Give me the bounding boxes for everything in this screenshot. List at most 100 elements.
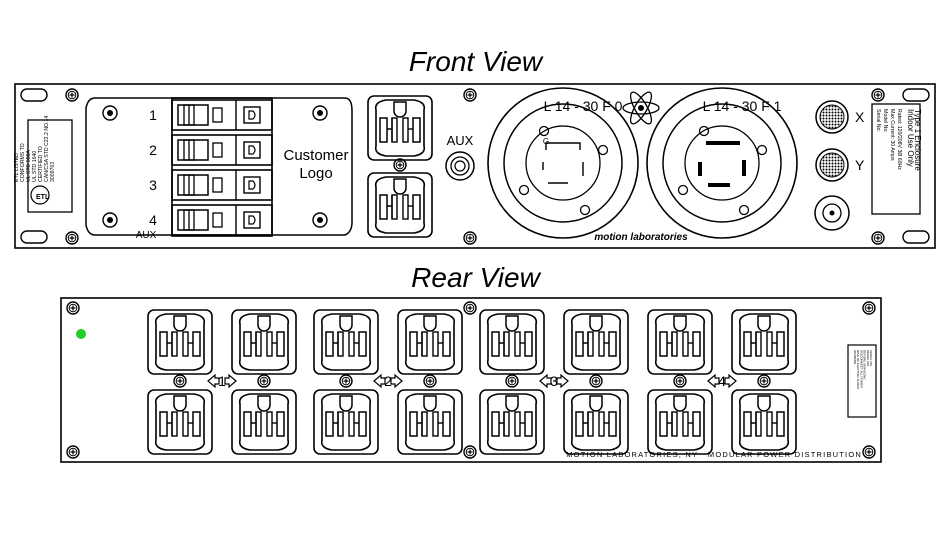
breaker-number-label: 1: [149, 107, 157, 123]
rear-outlet[interactable]: [231, 309, 297, 375]
customer-logo-line2: Logo: [299, 165, 332, 182]
rear-outlet[interactable]: [647, 309, 713, 375]
screw-icon: [862, 445, 876, 459]
rear-outlet[interactable]: [731, 309, 797, 375]
screw-icon: [393, 158, 407, 172]
tag-line: WARNING: [853, 350, 857, 365]
screw-icon: [339, 374, 353, 388]
mount-hole-icon: [102, 212, 118, 228]
rear-outlet[interactable]: [313, 309, 379, 375]
front-outlet-top[interactable]: [367, 95, 433, 161]
atom-logo-icon: [622, 91, 660, 125]
tag-line: DISCONNECT ALL POWER: [859, 350, 863, 389]
screw-icon: [871, 88, 885, 102]
screw-icon: [673, 374, 687, 388]
breaker-number-label: 3: [149, 177, 157, 193]
etl-label-line: UL STD 1640: [32, 151, 38, 182]
screw-icon: [463, 301, 477, 315]
arrow-right-icon: [390, 373, 403, 389]
rear-footer-text: MOTION LABORATORIES, NY MODULAR POWER DI…: [566, 450, 862, 459]
screw-icon: [257, 374, 271, 388]
rear-view-title: Rear View: [411, 262, 540, 293]
info-label-line: Type 1 Enclosure: [913, 109, 922, 171]
connector-x[interactable]: [815, 100, 849, 134]
circuit-group-label: 1: [218, 373, 226, 389]
screw-icon: [862, 301, 876, 315]
breaker-number-label: 4: [149, 212, 157, 228]
screw-icon: [463, 88, 477, 102]
aux-jack[interactable]: [445, 151, 475, 181]
arrow-left-icon: [373, 373, 386, 389]
rear-outlet[interactable]: [147, 309, 213, 375]
tag-line: MODEL NO.: [866, 350, 870, 367]
rear-outlet[interactable]: [397, 389, 463, 455]
arrow-right-icon: [224, 373, 237, 389]
screw-icon: [505, 374, 519, 388]
twistlock-receptacle-1[interactable]: [646, 87, 798, 239]
circuit-group-label: 2: [384, 373, 392, 389]
screw-icon: [757, 374, 771, 388]
rack-slot: [902, 88, 930, 102]
circuit-group-marker: 2: [373, 373, 403, 389]
twistlock-receptacle-0[interactable]: G: [487, 87, 639, 239]
svg-text:ETL: ETL: [36, 194, 50, 201]
breaker-2[interactable]: [171, 134, 273, 166]
etl-logo-icon: [30, 185, 50, 205]
rear-outlet[interactable]: [479, 389, 545, 455]
info-label-line: Serial No:: [875, 109, 881, 132]
screw-icon: [65, 88, 79, 102]
rear-outlet[interactable]: [479, 309, 545, 375]
arrow-left-icon: [539, 373, 552, 389]
breaker-1[interactable]: [171, 99, 273, 131]
screw-icon: [423, 374, 437, 388]
tag-line: BEFORE SERVICING: [863, 350, 867, 380]
circuit-group-label: 4: [718, 373, 726, 389]
screw-icon: [66, 445, 80, 459]
screw-icon: [463, 231, 477, 245]
info-label-line: Indoor Use Only: [906, 109, 915, 167]
screw-icon: [66, 301, 80, 315]
etl-label-line: 3009763: [50, 162, 56, 182]
etl-label-line: CERTIFIED TO: [38, 146, 44, 182]
rear-outlet[interactable]: [147, 389, 213, 455]
etl-label-line: CAN/CSA STD C22.2 NO.14: [44, 116, 50, 182]
circuit-group-marker: 3: [539, 373, 569, 389]
circuit-group-marker: 4: [707, 373, 737, 389]
screw-icon: [173, 374, 187, 388]
connector-x-label: X: [855, 109, 865, 125]
tag-line: RISK OF ELECTRIC SHOCK: [856, 350, 860, 389]
rack-slot: [902, 230, 930, 244]
info-label-line: Model No:: [882, 109, 888, 133]
info-label-line: Max Current: 30 Amps: [889, 109, 895, 161]
svg-text:G: G: [543, 137, 549, 146]
mount-hole-icon: [312, 212, 328, 228]
connector-y-label: Y: [855, 157, 865, 173]
rear-outlet[interactable]: [231, 389, 297, 455]
rear-outlet[interactable]: [731, 389, 797, 455]
arrow-left-icon: [207, 373, 220, 389]
front-outlet-bottom[interactable]: [367, 172, 433, 238]
arrow-left-icon: [707, 373, 720, 389]
breaker-3[interactable]: [171, 169, 273, 201]
screw-icon: [463, 445, 477, 459]
circuit-group-label: 3: [550, 373, 558, 389]
rear-outlet[interactable]: [313, 389, 379, 455]
rear-outlet[interactable]: [563, 309, 629, 375]
etl-label-line: ETL LISTED: [14, 153, 20, 182]
info-label-line: Rated: 120/208V 3Ø 60Hz: [896, 109, 902, 170]
rear-outlet[interactable]: [563, 389, 629, 455]
breaker-4[interactable]: [171, 204, 273, 236]
tag-line: SERIAL NO.: [869, 350, 873, 367]
screw-icon: [589, 374, 603, 388]
breaker-number-label: 2: [149, 142, 157, 158]
rear-outlet[interactable]: [397, 309, 463, 375]
connector-y[interactable]: [815, 148, 849, 182]
bnc-connector[interactable]: [814, 195, 850, 231]
rear-outlet[interactable]: [647, 389, 713, 455]
